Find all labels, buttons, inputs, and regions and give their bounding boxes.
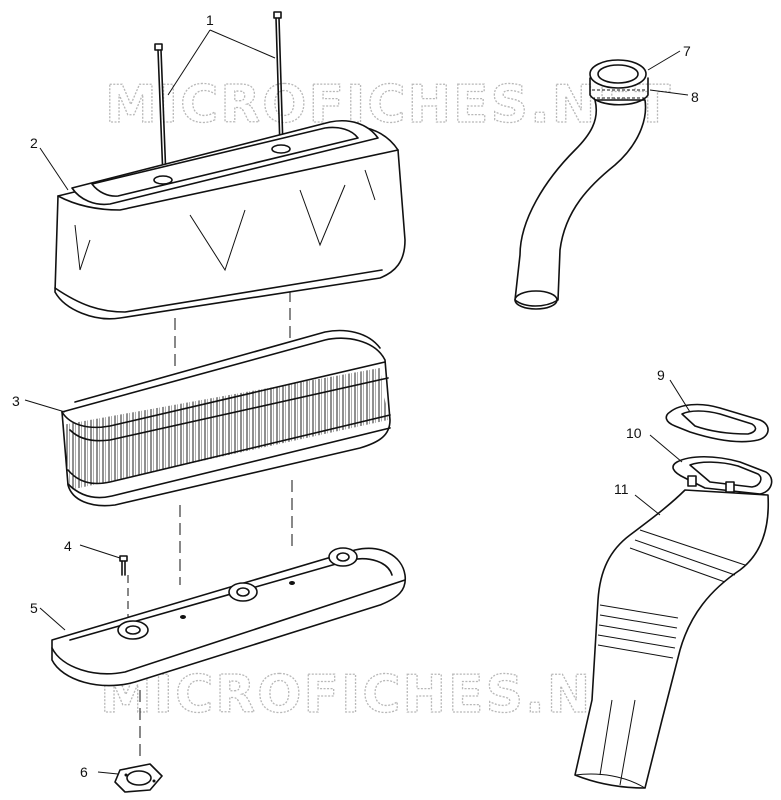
callout-9: 9: [657, 367, 665, 383]
upper-tube-part-7-8: [514, 59, 649, 310]
callout-6: 6: [80, 764, 88, 780]
watermark-bottom: MICROFICHES.NET: [100, 665, 667, 725]
screw-part-4: [119, 555, 128, 576]
base-plate-part-5: [51, 547, 407, 687]
air-filter-part-3: [61, 329, 391, 507]
callout-5: 5: [30, 600, 38, 616]
leader-lines: [24, 29, 691, 775]
adapter-part-10: [672, 456, 773, 495]
lower-tube-part-11: [574, 489, 770, 789]
gasket-part-6: [114, 763, 163, 793]
callout-10: 10: [626, 425, 642, 441]
callout-labels: 1 2 3 4 5 6 7 8 9 10 11: [12, 12, 699, 780]
callout-11: 11: [614, 481, 629, 497]
callout-3: 3: [12, 393, 20, 409]
seal-part-9: [665, 403, 769, 443]
callout-2: 2: [30, 135, 38, 151]
airbox-cover-part-2: [54, 120, 406, 320]
alignment-lines: [127, 290, 293, 762]
callout-1: 1: [206, 12, 214, 28]
callout-8: 8: [691, 89, 699, 105]
watermark-top: MICROFICHES.NET: [105, 75, 672, 135]
bolts-part-1: [154, 11, 284, 179]
callout-7: 7: [683, 43, 691, 59]
callout-4: 4: [64, 538, 72, 554]
